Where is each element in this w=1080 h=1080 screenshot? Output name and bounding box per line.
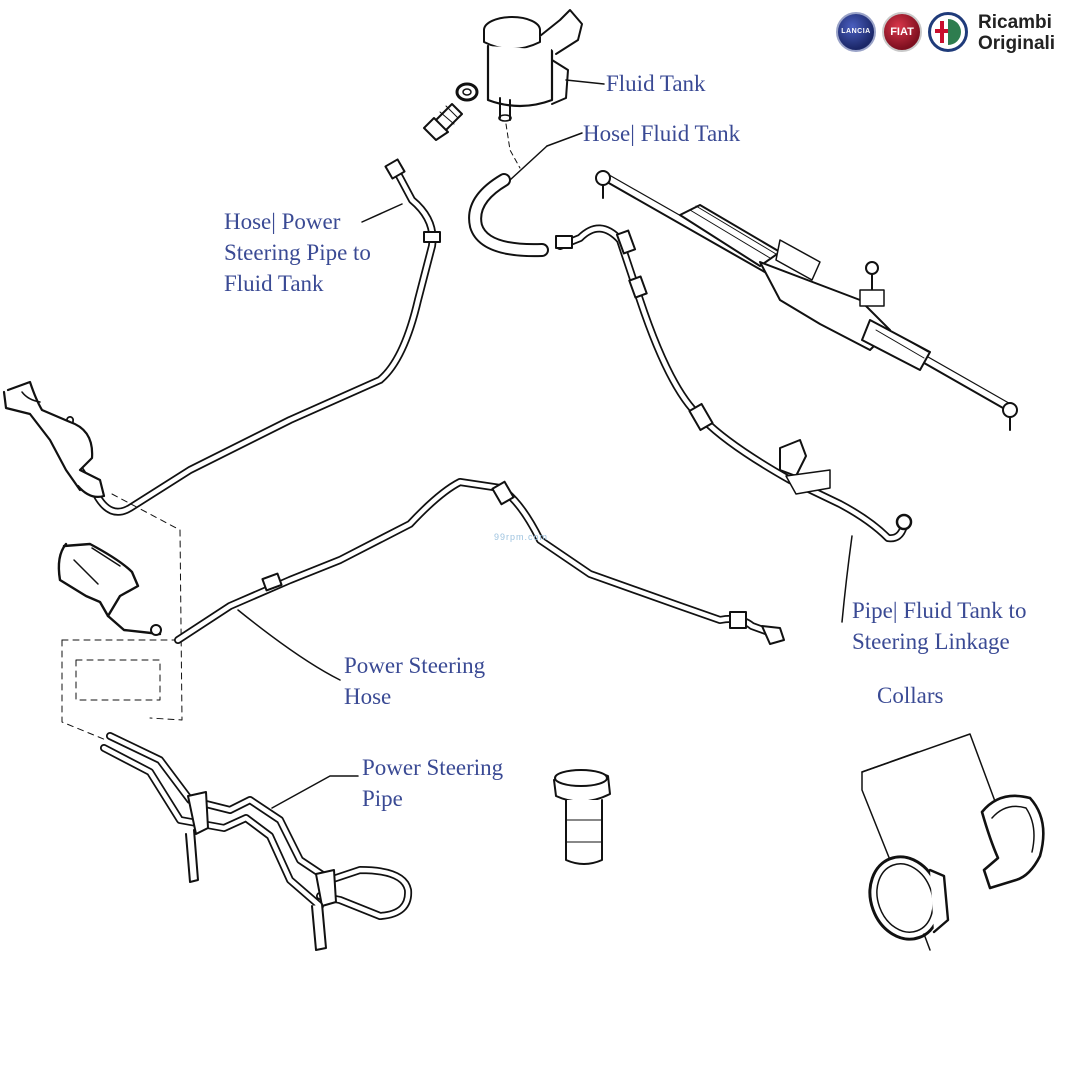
brand-line-2: Originali [978, 33, 1056, 54]
watermark: 99rpm.com [494, 532, 549, 542]
label-line: Pipe [362, 786, 403, 811]
label-power-steering-pipe: Power Steering Pipe [362, 752, 503, 814]
label-line: Steering Pipe to [224, 240, 371, 265]
label-collars: Collars [877, 683, 944, 708]
label-line: Hose [344, 684, 392, 709]
pipe-fluid-tank-to-steering-linkage-part [555, 224, 913, 623]
fluid-tank-part [483, 9, 605, 122]
power-steering-hose-part [57, 478, 785, 681]
collars-part [861, 733, 1045, 951]
hose-power-steering-pipe-to-fluid-tank-part [2, 158, 441, 516]
label-line: Fluid Tank [224, 271, 324, 296]
label-power-steering-hose: Power Steering Hose [344, 650, 485, 712]
brand-line-1: Ricambi [978, 12, 1052, 33]
brand-logos: LANCIA FIAT Ricambi Originali [836, 8, 1072, 58]
power-steering-pipe-part [100, 732, 413, 951]
label-fluid-tank: Fluid Tank [606, 71, 706, 96]
bolt-part [553, 769, 611, 865]
label-line: Pipe| Fluid Tank to [852, 598, 1027, 623]
hose-fluid-tank-part [468, 132, 583, 258]
fluid-tank-seal-and-plug [423, 82, 479, 141]
brand-text: Ricambi Originali [978, 12, 1055, 54]
label-hose-power-steering-pipe-to-fluid-tank: Hose| Power Steering Pipe to Fluid Tank [224, 206, 371, 299]
fiat-logo-icon: FIAT [882, 12, 922, 52]
label-line: Power Steering [344, 653, 486, 678]
label-hose-fluid-tank: Hose| Fluid Tank [583, 121, 741, 146]
lancia-logo-icon: LANCIA [836, 12, 876, 52]
steering-rack-part [595, 170, 1018, 431]
label-line: Hose| Power [224, 209, 341, 234]
label-line: Power Steering [362, 755, 504, 780]
alfa-romeo-logo-icon [928, 12, 968, 52]
label-line: Steering Linkage [852, 629, 1010, 654]
label-pipe-fluid-tank-to-steering-linkage: Pipe| Fluid Tank to Steering Linkage [852, 595, 1026, 657]
